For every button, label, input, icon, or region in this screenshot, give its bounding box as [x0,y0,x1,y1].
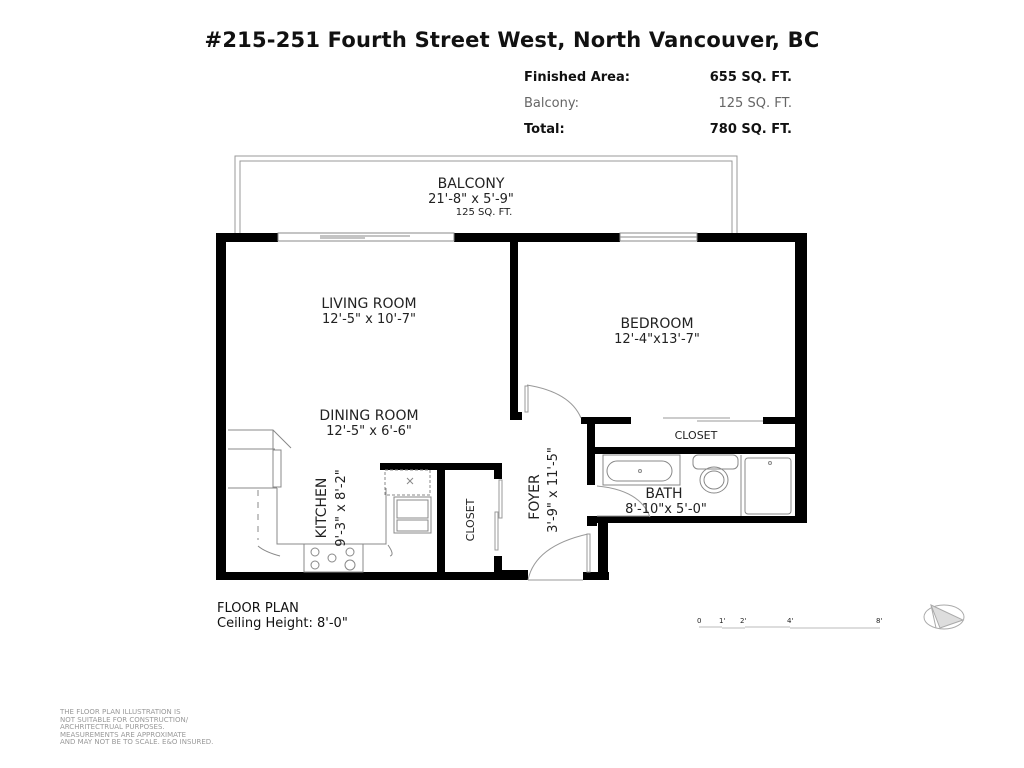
walls [216,233,807,580]
svg-text:4': 4' [787,617,793,625]
svg-text:1': 1' [719,617,725,625]
bedroom-name: BEDROOM [620,316,693,332]
floor-plan-info: FLOOR PLAN Ceiling Height: 8'-0" [217,601,348,631]
disclaimer-line: AND MAY NOT BE TO SCALE. E&O INSURED. [60,738,214,746]
kitchen-fixtures [228,429,432,573]
svg-text:0: 0 [697,617,701,625]
bath-name: BATH [645,486,682,502]
disclaimer-line: MEASUREMENTS ARE APPROXIMATE [60,730,187,739]
balcony-name: BALCONY [438,176,505,192]
disclaimer: THE FLOOR PLAN ILLUSTRATION IS NOT SUITA… [60,708,214,747]
dining-room-name: DINING ROOM [319,408,418,424]
living-room-name: LIVING ROOM [321,296,416,312]
floor-plan-title: FLOOR PLAN [217,601,299,616]
balcony-outline [234,155,738,236]
finished-area-value: 655 SQ. FT. [709,70,792,85]
kitchen-dims: 9'-3" x 8'-2" [334,469,349,547]
disclaimer-line: NOT SUITABLE FOR CONSTRUCTION/ [60,715,189,724]
page-title: #215-251 Fourth Street West, North Vanco… [204,28,820,52]
windows [277,232,698,242]
foyer-dims: 3'-9" x 11'-5" [546,447,561,533]
foyer-name: FOYER [527,474,543,520]
scale-bar: 0 1' 2' 4' 8' [697,617,882,629]
total-area-label: Total: [524,122,565,137]
living-room-dims: 12'-5" x 10'-7" [322,312,416,327]
bedroom-dims: 12'-4"x13'-7" [614,332,700,347]
balcony-area-value: 125 SQ. FT. [718,96,792,111]
svg-text:8': 8' [876,617,882,625]
bath-dims: 8'-10"x 5'-0" [625,502,707,517]
room-labels: BALCONY 21'-8" x 5'-9" 125 SQ. FT. LIVIN… [314,176,718,547]
dining-room-dims: 12'-5" x 6'-6" [326,424,412,439]
finished-area-label: Finished Area: [524,70,630,85]
disclaimer-line: ARCHRITECTRUAL PURPOSES. [60,723,165,731]
ceiling-height: Ceiling Height: 8'-0" [217,616,348,631]
compass-icon [923,604,965,630]
doors [494,384,763,581]
bath-fixtures [602,454,792,516]
balcony-dims: 21'-8" x 5'-9" [428,192,514,207]
balcony-area-label: Balcony: [524,96,579,111]
kitchen-name: KITCHEN [314,478,330,539]
total-area-value: 780 SQ. FT. [709,122,792,137]
disclaimer-line: THE FLOOR PLAN ILLUSTRATION IS [60,708,181,716]
svg-text:2': 2' [740,617,746,625]
bedroom-closet-name: CLOSET [675,429,718,442]
balcony-area: 125 SQ. FT. [456,207,513,218]
foyer-closet-name: CLOSET [464,498,477,541]
